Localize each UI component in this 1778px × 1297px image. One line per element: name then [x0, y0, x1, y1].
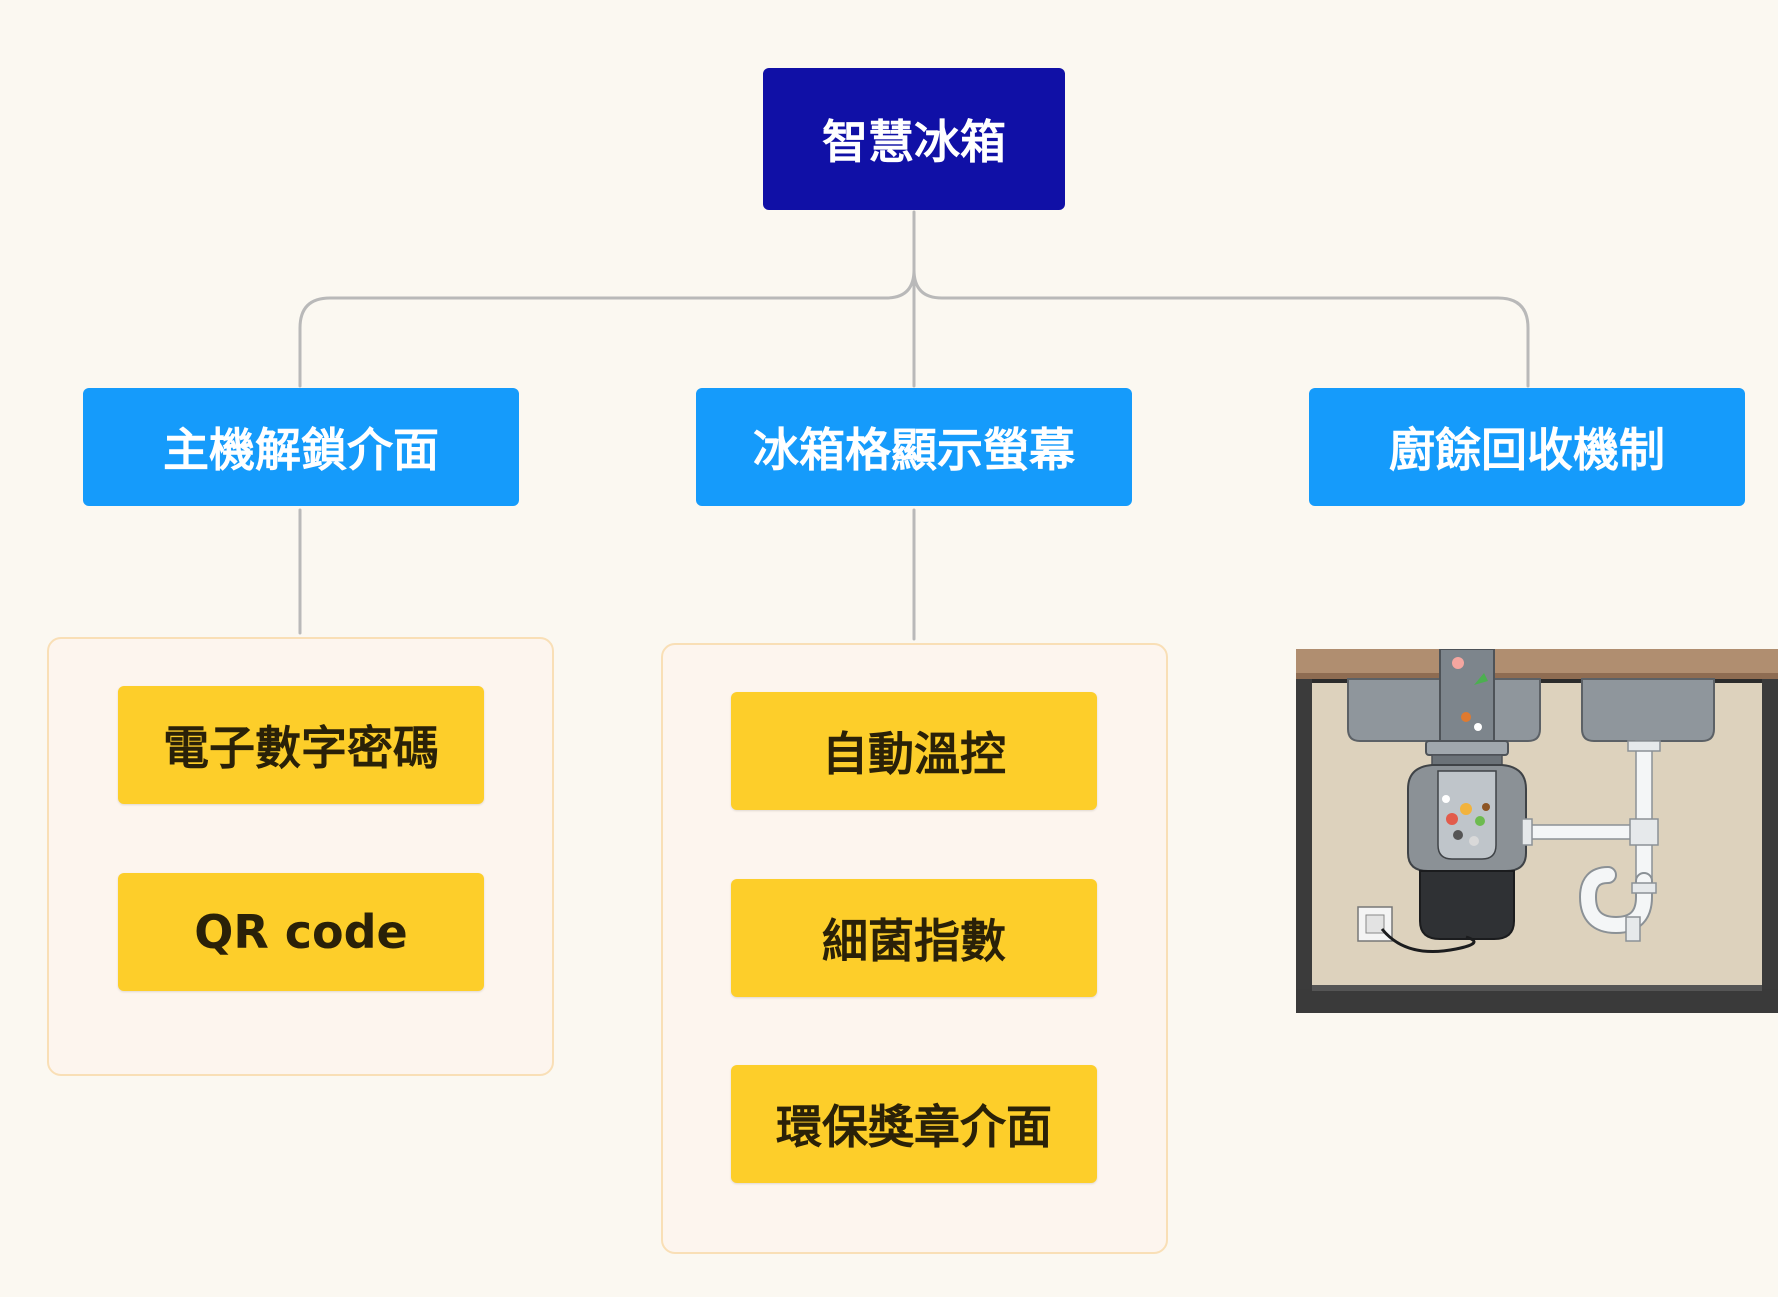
branch-node-host-unlock[interactable]: 主機解鎖介面 — [83, 388, 519, 506]
garbage-disposal-illustration — [1296, 649, 1778, 1013]
branch-node-fridge-display[interactable]: 冰箱格顯示螢幕 — [696, 388, 1132, 506]
leaf-node-eco-badge[interactable]: 環保獎章介面 — [731, 1065, 1097, 1183]
leaf-node-bacteria-index[interactable]: 細菌指數 — [731, 879, 1097, 997]
branch-node-food-waste[interactable]: 廚餘回收機制 — [1309, 388, 1745, 506]
root-node[interactable]: 智慧冰箱 — [763, 68, 1065, 210]
leaf-node-qr-code[interactable]: QR code — [118, 873, 484, 991]
leaf-node-digital-password[interactable]: 電子數字密碼 — [118, 686, 484, 804]
leaf-node-auto-temp[interactable]: 自動溫控 — [731, 692, 1097, 810]
connector-root-to-branch-3 — [912, 268, 1530, 388]
connector-root-to-branch-1 — [298, 268, 916, 388]
